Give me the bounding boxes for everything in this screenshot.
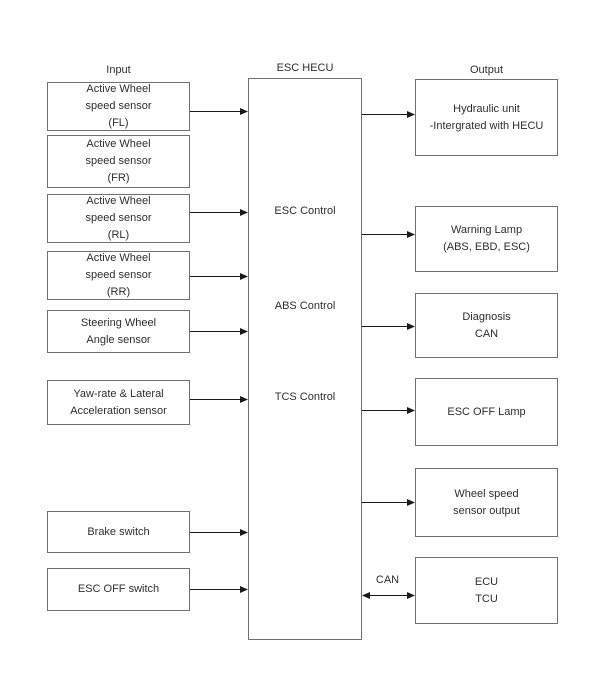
- arrow-hecu-can-ecu-bidirectional: [362, 592, 415, 599]
- arrow-hecu-to-esc-off-lamp: [362, 407, 415, 414]
- arrow-hecu-to-hydraulic: [362, 111, 415, 118]
- input-box-label: Active Wheel speed sensor (RR): [85, 252, 152, 298]
- tcs-control-label: TCS Control: [274, 391, 336, 403]
- arrow-wheel-rr-to-hecu: [190, 273, 248, 280]
- output-box-warning-lamp: Warning Lamp (ABS, EBD, ESC): [415, 206, 558, 272]
- arrow-hecu-to-wheel-speed-output: [362, 499, 415, 506]
- input-box-wheel-speed-rl: Active Wheel speed sensor (RL): [47, 194, 190, 243]
- input-box-label: Steering Wheel Angle sensor: [80, 316, 157, 346]
- esc-control-label: ESC Control: [274, 205, 336, 217]
- input-box-wheel-speed-fl: Active Wheel speed sensor (FL): [47, 82, 190, 131]
- arrow-hecu-to-diagnosis: [362, 323, 415, 330]
- arrow-yawrate-to-hecu: [190, 396, 248, 403]
- input-box-steering-angle: Steering Wheel Angle sensor: [47, 310, 190, 353]
- output-box-diagnosis-can: Diagnosis CAN: [415, 293, 558, 358]
- arrow-hecu-to-warning-lamp: [362, 231, 415, 238]
- input-box-label: Active Wheel speed sensor (FR): [85, 138, 152, 184]
- output-box-label: Wheel speed sensor output: [453, 487, 520, 517]
- input-box-label: Brake switch: [87, 525, 150, 538]
- output-column-header: Output: [469, 64, 504, 76]
- input-box-label: Yaw-rate & Lateral Acceleration sensor: [70, 387, 167, 417]
- arrow-wheel-fl-to-hecu: [190, 108, 248, 115]
- input-box-label: Active Wheel speed sensor (FL): [85, 83, 152, 129]
- abs-control-label: ABS Control: [274, 300, 336, 312]
- output-box-label: ESC OFF Lamp: [447, 405, 526, 418]
- output-box-hydraulic-unit: Hydraulic unit -Intergrated with HECU: [415, 79, 558, 156]
- input-box-brake-switch: Brake switch: [47, 511, 190, 553]
- arrow-esc-off-switch-to-hecu: [190, 586, 248, 593]
- output-box-label: ECU TCU: [474, 575, 499, 605]
- output-box-wheel-speed-output: Wheel speed sensor output: [415, 468, 558, 537]
- output-box-label: Diagnosis CAN: [462, 310, 511, 340]
- esc-hecu-box: [248, 78, 362, 640]
- output-box-ecu-tcu: ECU TCU: [415, 557, 558, 624]
- input-box-wheel-speed-fr: Active Wheel speed sensor (FR): [47, 135, 190, 188]
- output-box-esc-off-lamp: ESC OFF Lamp: [415, 378, 558, 446]
- input-box-wheel-speed-rr: Active Wheel speed sensor (RR): [47, 251, 190, 300]
- arrow-steering-to-hecu: [190, 328, 248, 335]
- input-box-label: ESC OFF switch: [77, 583, 160, 595]
- output-box-label: Hydraulic unit -Intergrated with HECU: [429, 102, 544, 132]
- input-box-label: Active Wheel speed sensor (RL): [85, 195, 152, 241]
- output-box-label: Warning Lamp (ABS, EBD, ESC): [443, 224, 530, 253]
- arrow-brake-to-hecu: [190, 529, 248, 536]
- esc-hecu-title: ESC HECU: [276, 62, 334, 74]
- arrow-wheel-rl-to-hecu: [190, 209, 248, 216]
- input-box-esc-off-switch: ESC OFF switch: [47, 568, 190, 611]
- input-box-yaw-rate: Yaw-rate & Lateral Acceleration sensor: [47, 380, 190, 425]
- input-column-header: Input: [106, 64, 131, 76]
- can-bus-label: CAN: [375, 574, 400, 586]
